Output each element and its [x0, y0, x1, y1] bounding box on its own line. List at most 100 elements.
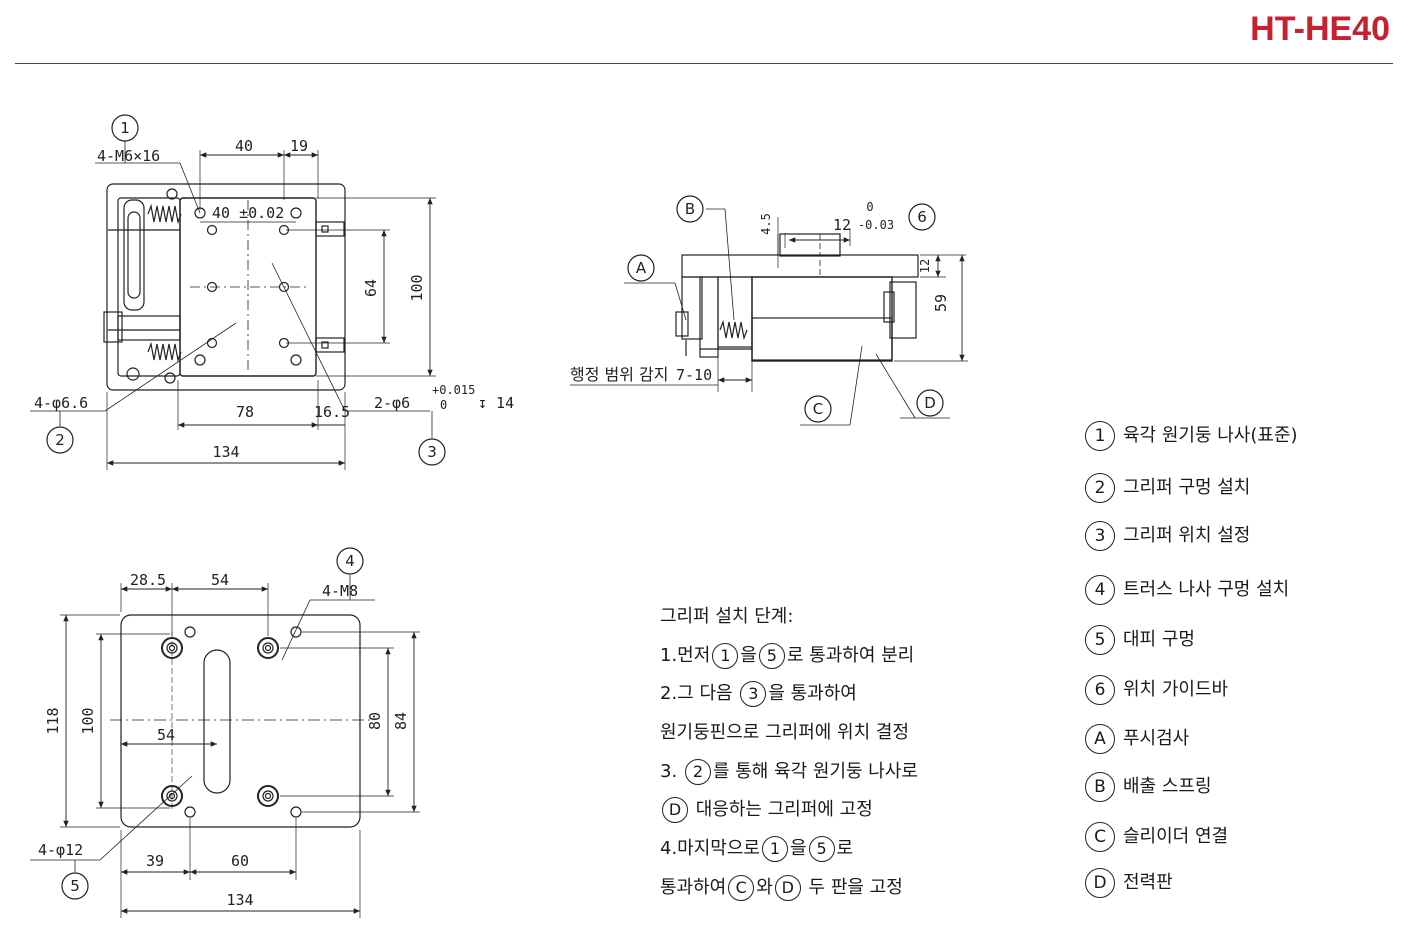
dim-64: 64 [362, 279, 380, 297]
legend-item-4: 4 트러스 나사 구멍 설치 [1083, 574, 1289, 606]
legend-key: D [1085, 868, 1115, 898]
dim-134-bottom: 134 [226, 891, 253, 909]
side-view-top-plate [681, 254, 919, 278]
top-view-labels: 1 4-M6×16 40 19 40 ±0.02 64 100 78 16.5 … [34, 114, 514, 466]
legend-key: 5 [1085, 625, 1115, 655]
bottom-view-slot [203, 649, 231, 794]
dim-4-5: 4.5 [759, 213, 773, 235]
side-view-spring [719, 319, 748, 341]
hole-label-m6: 4-M6×16 [97, 147, 160, 165]
dim-19: 19 [290, 137, 308, 155]
legend-item-3: 3 그리퍼 위치 설정 [1083, 520, 1250, 552]
step-1-badge-1: 1 [712, 642, 739, 669]
step-3b-text: 대응하는 그리퍼에 고정 [695, 799, 873, 821]
legend-key: A [1085, 724, 1115, 754]
hole-label-m8: 4-M8 [322, 582, 358, 600]
page-title: HT-HE40 [1250, 10, 1390, 48]
stroke-range-label: 행정 범위 감지 [570, 365, 669, 384]
tolerance-lower: -0.03 [858, 218, 894, 232]
callout-A: A [636, 259, 647, 277]
step-3-text-a: 3. [660, 760, 678, 782]
step-3-continued: D 대응하는 그리퍼에 고정 [660, 791, 918, 830]
step-4b-text-a: 통과하여 [660, 876, 727, 898]
header-divider [15, 63, 1393, 64]
bottom-view [30, 575, 420, 918]
top-view-spring-lower [147, 341, 182, 363]
legend-label: 슬리이더 연결 [1123, 826, 1229, 847]
legend-item-6: 6 위치 가이드바 [1083, 674, 1228, 706]
legend-key: B [1085, 772, 1115, 802]
legend-label: 그리퍼 구멍 설치 [1123, 477, 1251, 498]
dim-12: 12 [918, 259, 932, 273]
legend-key: 3 [1085, 521, 1115, 551]
step-4b-badge-2: D [774, 874, 801, 901]
callout-5: 5 [70, 877, 80, 895]
step-1-badge-2: 5 [758, 642, 785, 669]
steps-title: 그리퍼 설치 단계: [660, 606, 794, 627]
dim-60: 60 [231, 852, 249, 870]
legend-key: 6 [1085, 675, 1115, 705]
step-1-text-c: 로 통과하여 분리 [786, 644, 915, 666]
dim-100: 100 [408, 274, 426, 301]
callout-1-circle [111, 114, 139, 142]
step-3-badge-1: 2 [684, 758, 711, 785]
bottom-view-base-plate [120, 614, 361, 828]
callout-D: D [924, 394, 936, 412]
legend-label: 육각 원기둥 나사(표준) [1123, 425, 1298, 446]
top-view [30, 141, 436, 470]
legend-label: 트러스 나사 구멍 설치 [1123, 579, 1290, 600]
step-4-badge-2: 5 [808, 836, 835, 863]
legend-item-A: A 푸시검사 [1083, 723, 1189, 755]
callout-6: 6 [917, 208, 927, 226]
dim-16-5: 16.5 [314, 403, 350, 421]
callout-B: B [685, 200, 695, 218]
callout-3-circle [418, 438, 446, 466]
step-2-continued: 원기둥핀으로 그리퍼에 위치 결정 [660, 722, 910, 744]
pin-label: 2-φ6 [374, 394, 410, 412]
legend-key: 4 [1085, 575, 1115, 605]
legend-label: 전력판 [1123, 872, 1173, 893]
dim-54-mid: 54 [157, 726, 175, 744]
dim-28-5: 28.5 [130, 571, 166, 589]
dim-59: 59 [932, 294, 950, 312]
step-4b-text-b: 와 [756, 876, 773, 898]
legend-label: 그리퍼 위치 설정 [1123, 525, 1251, 546]
legend-item-2: 2 그리퍼 구멍 설치 [1083, 472, 1250, 504]
step-4b-badge-1: C [728, 874, 755, 901]
dim-80: 80 [366, 712, 384, 730]
step-3b-badge-1: D [662, 797, 688, 824]
dim-78: 78 [236, 403, 254, 421]
tolerance-upper: 0 [866, 200, 873, 214]
step-1-text-b: 을 [740, 644, 757, 666]
callout-4: 4 [345, 552, 355, 570]
dim-100-left: 100 [79, 707, 97, 734]
dim-54-top: 54 [211, 571, 229, 589]
step-4-text-c: 로 [836, 838, 854, 860]
step-4-badge-1: 1 [761, 836, 788, 863]
bottom-view-holes [161, 626, 302, 818]
step-4-text-a: 4.마지막으로 [660, 838, 760, 860]
callout-3: 3 [427, 443, 437, 461]
side-view [570, 208, 968, 426]
pin-tolerance-lower: 0 [440, 398, 447, 412]
bottom-view-labels: 4 4-M8 28.5 54 118 100 54 80 84 4-φ12 5 … [38, 547, 410, 909]
callout-2: 2 [55, 431, 65, 449]
step-2-text-b: 을 통과하여 [768, 683, 857, 705]
top-view-base-plate [106, 183, 346, 391]
side-view-slider [751, 276, 893, 362]
hole-label-6-6: 4-φ6.6 [34, 394, 88, 412]
dim-39: 39 [146, 852, 164, 870]
legend-label: 위치 가이드바 [1123, 679, 1229, 700]
legend-key: C [1085, 822, 1115, 852]
legend-label: 푸시검사 [1123, 728, 1190, 749]
legend-key: 2 [1085, 473, 1115, 503]
